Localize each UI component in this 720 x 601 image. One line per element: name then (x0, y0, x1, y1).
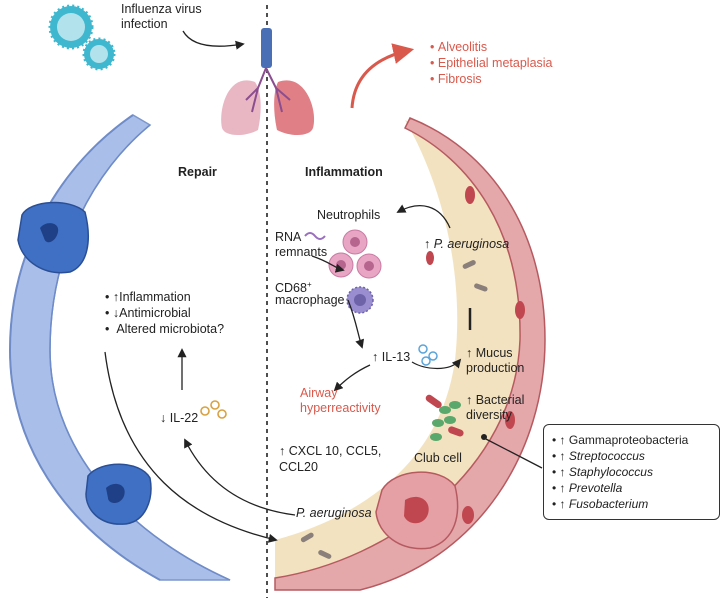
outcome-item: • Epithelial metaplasia (430, 56, 553, 70)
infection-arrow (182, 30, 245, 50)
infection-label-line2: infection (121, 17, 168, 31)
repair-effect: • ↓Antimicrobial (105, 306, 191, 320)
legend-pointer (483, 437, 543, 469)
rna-icon (304, 232, 326, 240)
microbiota-legend-box: • ↑ Gammaproteobacteria • ↑ Streptococcu… (543, 424, 720, 520)
repair-cell-upper (17, 201, 89, 274)
arrow-airway (333, 364, 371, 392)
club-cell-label: Club cell (414, 451, 462, 465)
mucus-label-line2: production (466, 361, 525, 375)
airway-label-line2: hyperreactivity (300, 401, 381, 415)
arrow-to-il22 (184, 438, 296, 516)
il22-label: ↓ IL-22 (160, 411, 199, 425)
club-cell (375, 471, 459, 550)
inflamed-airway (274, 117, 546, 591)
legend-dot (481, 434, 487, 440)
il13-cytokines (418, 344, 438, 366)
arrow-rna (311, 255, 345, 273)
neutrophil-cells (328, 229, 382, 279)
bacterial-label-line2: diversity (466, 408, 512, 422)
cxcl-label-line1: ↑ CXCL 10, CCL5, (279, 444, 382, 458)
legend-item: • ↑ Staphylococcus (552, 465, 653, 479)
repair-cell-lower (85, 463, 152, 525)
arrow-macrophage (347, 299, 365, 349)
macrophage-label-line2: macrophage (275, 293, 345, 307)
paeruginosa-up-label: ↑ P. aeruginosa (424, 237, 510, 251)
airway-label-line1: Airway (300, 386, 338, 400)
lungs-icon (221, 28, 315, 136)
paeruginosa-bottom-label: P. aeruginosa (296, 506, 372, 520)
neutrophils-label: Neutrophils (317, 208, 381, 222)
pseudomonas-bacteria (300, 260, 488, 559)
macrophage-cell (346, 286, 374, 314)
outcome-arrow (350, 43, 415, 109)
rna-label-line1: RNA (275, 230, 302, 244)
arrow-to-neutrophils (396, 204, 451, 229)
cxcl-label-line2: CCL20 (279, 460, 318, 474)
infection-label-line1: Influenza virus (121, 2, 202, 16)
rna-label-line2: remnants (275, 245, 328, 259)
arrow-repair-to-lumen (104, 351, 278, 543)
il13-label: ↑ IL-13 (372, 350, 411, 364)
legend-item: • ↑ Streptococcus (552, 449, 645, 463)
legend-item: • ↑ Gammaproteobacteria (552, 433, 689, 447)
legend-item: • ↑ Prevotella (552, 481, 623, 495)
repair-heading: Repair (178, 165, 217, 179)
arrow-mucus (411, 358, 462, 370)
virus-icon (48, 4, 116, 71)
outcome-item: • Alveolitis (430, 40, 488, 54)
macrophage-label-line1: CD68+ (275, 280, 312, 296)
repair-effect: • Altered microbiota? (105, 322, 225, 336)
outcome-item: • Fibrosis (430, 72, 482, 86)
repair-effect: • ↑Inflammation (105, 290, 191, 304)
bacterial-label-line1: ↑ Bacterial (466, 393, 525, 407)
legend-item: • ↑ Fusobacterium (552, 497, 649, 511)
bacteria-cluster (425, 394, 464, 441)
il22-cytokines (200, 400, 227, 419)
mucus-label-line1: ↑ Mucus (466, 346, 513, 360)
inflammation-heading: Inflammation (305, 165, 383, 179)
